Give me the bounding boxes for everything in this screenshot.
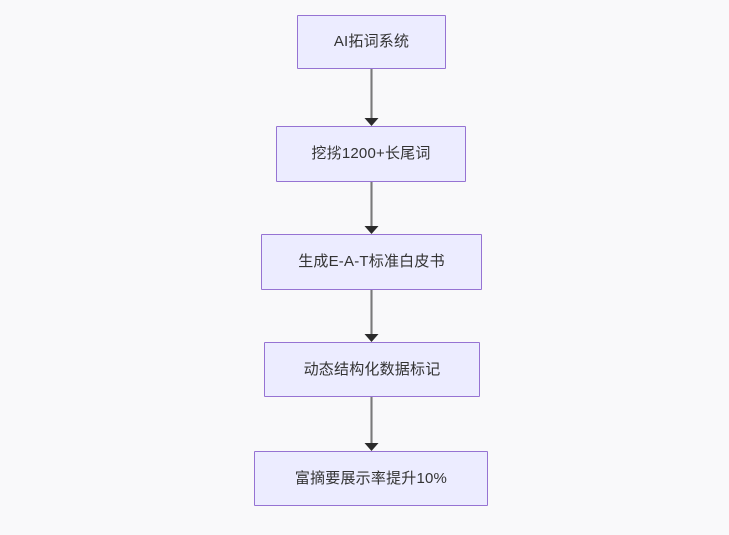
flow-node-generate-eat-whitepaper[interactable]: 生成E-A-T标准白皮书 (261, 234, 482, 290)
arrowhead-icon (364, 443, 379, 451)
flow-node-label: 富摘要展示率提升10% (294, 469, 448, 487)
arrowhead-icon (364, 118, 379, 126)
arrowhead-icon (364, 334, 379, 342)
flow-node-label: 挖挘1200+长尾词 (311, 145, 431, 162)
flow-node-dynamic-structured-data-markup[interactable]: 动态结构化数据标记 (264, 342, 480, 397)
flow-node-label: 生成E-A-T标准白皮书 (298, 253, 445, 270)
flow-node-label: 动态结构化数据标记 (303, 360, 441, 378)
arrowhead-icon (364, 226, 379, 234)
flow-node-label: AI拓词系统 (333, 33, 410, 50)
flow-node-ai-keyword-system[interactable]: AI拓词系统 (297, 15, 446, 69)
flow-node-mine-longtail-keywords[interactable]: 挖挘1200+长尾词 (276, 126, 466, 182)
flow-node-rich-snippet-rate-increase[interactable]: 富摘要展示率提升10% (254, 451, 488, 506)
